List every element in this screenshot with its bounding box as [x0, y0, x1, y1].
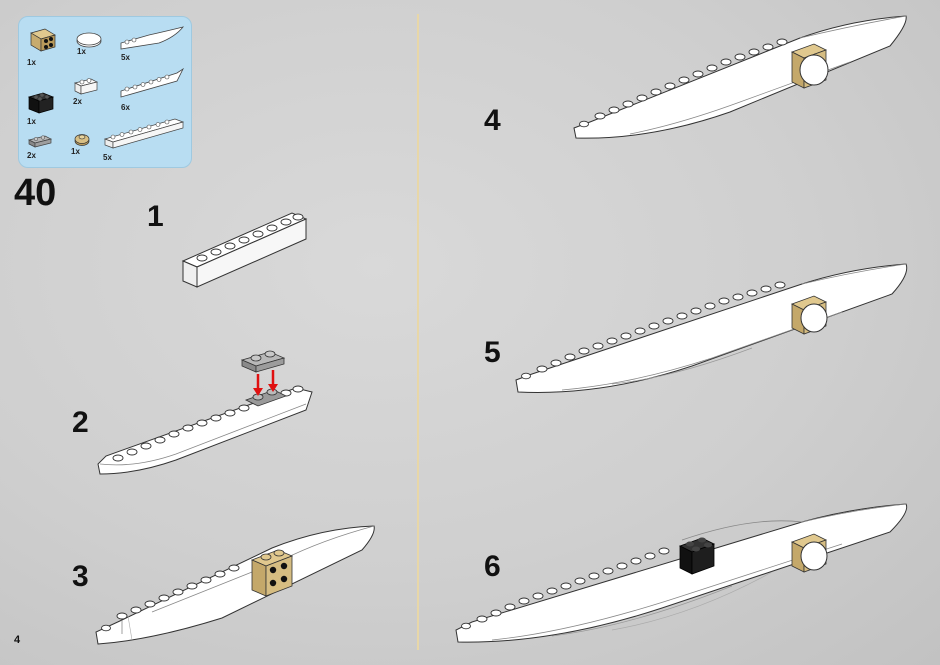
- part-qty: 2x: [27, 151, 36, 160]
- white-plate-long-icon: [103, 118, 185, 149]
- grey-plate-1x2-icon: [27, 135, 53, 148]
- tan-round-plate-icon: [74, 134, 90, 146]
- part-qty: 1x: [27, 58, 36, 67]
- substep-number: 5: [484, 336, 501, 369]
- white-brick-1x2-icon: [73, 78, 99, 95]
- substep-number: 4: [484, 104, 501, 137]
- part-qty: 1x: [77, 47, 86, 56]
- part-qty: 1x: [27, 117, 36, 126]
- part-qty: 1x: [71, 147, 80, 156]
- white-round-tile-icon: [76, 32, 102, 48]
- tan-bracket-plate-icon: [30, 28, 56, 52]
- substep-number: 3: [72, 560, 89, 593]
- page-divider: [417, 14, 419, 650]
- step-2-assembly: [97, 350, 313, 475]
- step-3-assembly: [95, 525, 375, 645]
- substep-number: 2: [72, 406, 89, 439]
- white-curved-slope-icon: [120, 26, 185, 50]
- substep-number: 6: [484, 550, 501, 583]
- part-qty: 5x: [121, 53, 130, 62]
- part-qty: 2x: [73, 97, 82, 106]
- step-6-assembly: [455, 503, 908, 643]
- step-4-assembly: [573, 15, 907, 139]
- part-qty: 6x: [121, 103, 130, 112]
- arrow-down-icon: [253, 370, 278, 396]
- parts-list-box: 1x 1x 5x 2x 6x 1x: [18, 16, 192, 168]
- build-step-number: 40: [14, 172, 57, 214]
- part-qty: 5x: [103, 153, 112, 162]
- page-number: 4: [14, 634, 21, 646]
- black-brick-2x2-icon: [27, 92, 55, 114]
- white-slope-long-icon: [120, 67, 185, 98]
- substep-number: 1: [147, 200, 164, 233]
- step-5-assembly: [515, 263, 908, 393]
- step-1-assembly: [181, 212, 308, 288]
